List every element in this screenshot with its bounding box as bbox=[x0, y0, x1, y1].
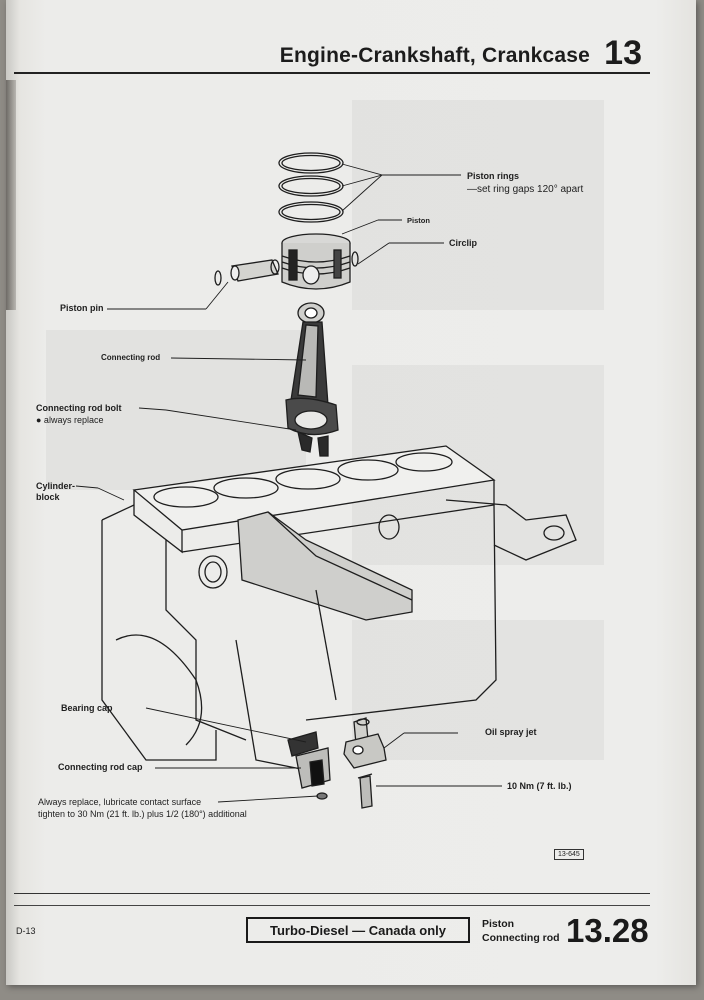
page-title: Engine-Crankshaft, Crankcase bbox=[279, 44, 590, 67]
label-piston-pin: Piston pin bbox=[60, 303, 104, 313]
exploded-engine-diagram bbox=[75, 152, 577, 809]
model-box: Turbo-Diesel — Canada only bbox=[246, 917, 470, 943]
label-cylinder-block-line1: Cylinder- bbox=[36, 481, 76, 491]
header-rule bbox=[14, 72, 650, 74]
page-binding-shadow bbox=[6, 80, 16, 310]
label-cylinder-block-line2: block bbox=[36, 492, 60, 502]
footer-subject-piston: Piston bbox=[482, 918, 515, 930]
oil-spray-jet-drawing bbox=[343, 717, 387, 809]
footer-rule-secondary bbox=[14, 905, 650, 906]
bearing-cap-drawing bbox=[287, 731, 331, 800]
figure-reference: 13-645 bbox=[554, 849, 584, 860]
piston-rings-drawing bbox=[278, 152, 344, 223]
footer-subject-rod: Connecting rod bbox=[482, 932, 560, 944]
label-piston-rings: Piston rings bbox=[467, 171, 520, 181]
footer-rule bbox=[14, 893, 650, 894]
model-label: Turbo-Diesel — Canada only bbox=[269, 922, 446, 938]
piston-pin-drawing bbox=[214, 259, 280, 286]
cylinder-block-drawing bbox=[101, 445, 577, 771]
label-circlip: Circlip bbox=[449, 238, 478, 248]
bleed-through-image bbox=[352, 100, 604, 310]
label-nut-note-line1: Always replace, lubricate contact surfac… bbox=[38, 797, 202, 807]
label-rod-bolt-note: ● always replace bbox=[36, 415, 104, 425]
section-number: 13.28 bbox=[566, 912, 649, 949]
connecting-rod-drawing bbox=[285, 302, 339, 457]
piston-drawing bbox=[281, 233, 351, 290]
chapter-number: 13 bbox=[604, 34, 642, 72]
label-oil-spray-jet: Oil spray jet bbox=[485, 727, 537, 737]
manual-page: Engine-Crankshaft, Crankcase 13 bbox=[6, 0, 696, 985]
label-rod-cap: Connecting rod cap bbox=[58, 762, 143, 772]
label-piston: Piston bbox=[407, 216, 430, 225]
circlip-drawing bbox=[351, 251, 359, 267]
label-nut-note-line2: tighten to 30 Nm (21 ft. lb.) plus 1/2 (… bbox=[38, 809, 247, 819]
label-ring-gap-note: —set ring gaps 120° apart bbox=[467, 184, 584, 195]
label-connecting-rod: Connecting rod bbox=[101, 353, 161, 362]
bleed-through-image bbox=[46, 330, 306, 490]
page-code: D-13 bbox=[16, 926, 36, 936]
label-rod-bolt: Connecting rod bolt bbox=[36, 403, 122, 413]
label-torque-10nm: 10 Nm (7 ft. lb.) bbox=[507, 781, 572, 791]
bleed-through-image bbox=[352, 620, 604, 760]
label-bearing-cap: Bearing cap bbox=[61, 703, 113, 713]
